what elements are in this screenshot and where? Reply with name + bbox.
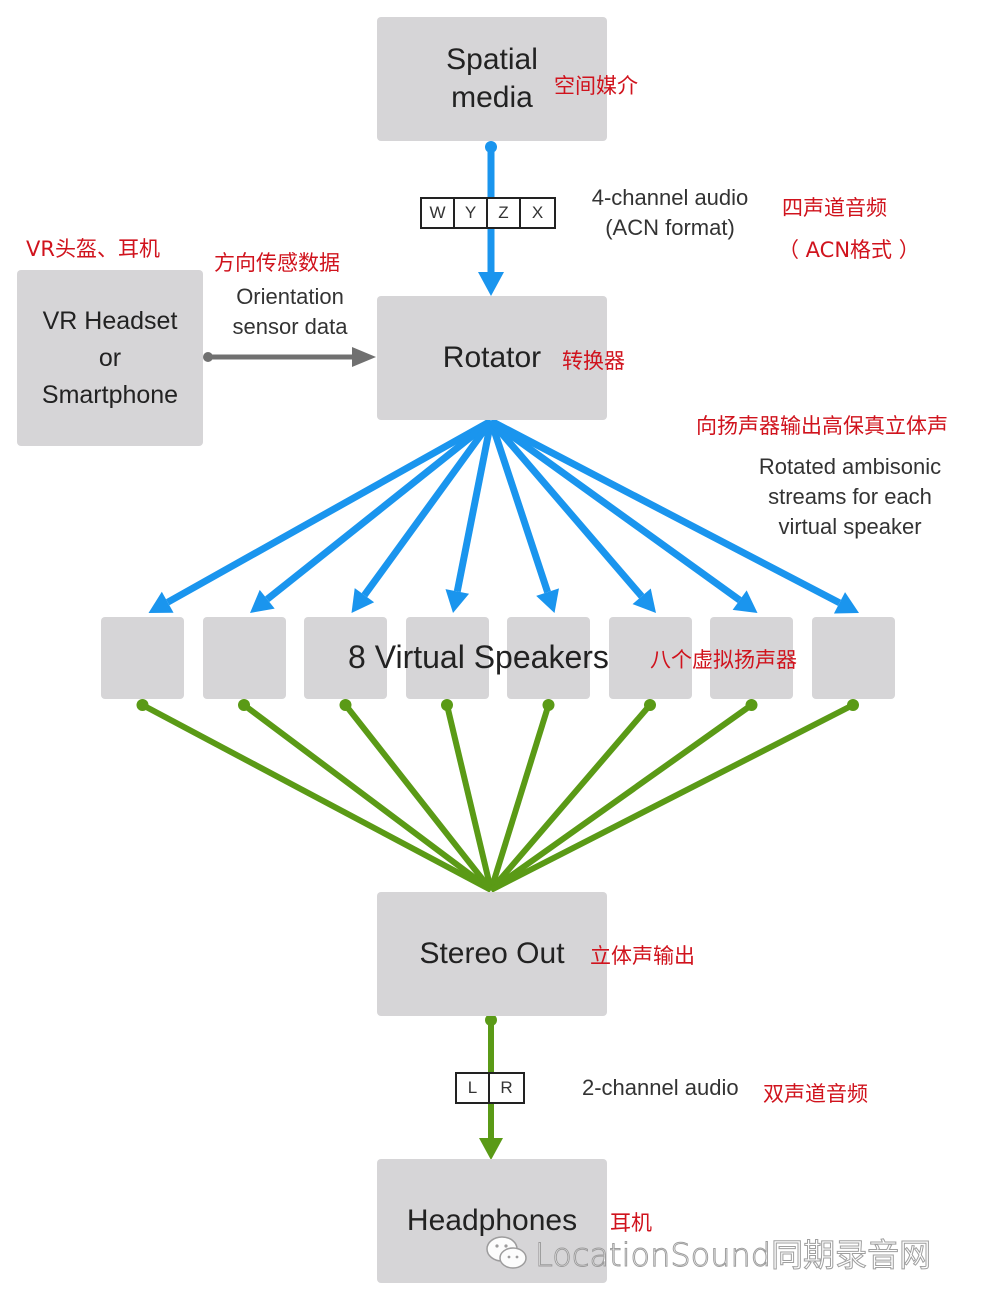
channel-y: Y	[455, 199, 488, 227]
speaker-to-stereo-line	[488, 703, 653, 892]
speaker-to-stereo-line	[489, 702, 754, 893]
virtual-speaker-box	[202, 617, 286, 699]
rotator-label: Rotator	[442, 341, 542, 374]
virtual-speaker-box	[710, 617, 793, 699]
rotator-node: Rotator	[377, 296, 607, 420]
sensor-data-cn-label: 方向传感数据	[214, 251, 340, 275]
headphones-node: Headphones	[377, 1159, 607, 1283]
speaker-output-dot	[542, 699, 555, 711]
four-channel-cn-label: 四声道音频	[782, 196, 887, 220]
virtual-speaker-box	[811, 617, 895, 699]
rotated-stream-arrow	[488, 418, 645, 599]
arrowhead	[632, 588, 656, 613]
sensor-data-arrow	[203, 347, 376, 367]
rotated-streams-note: Rotated ambisonic streams for each virtu…	[758, 454, 942, 539]
rotated-stream-arrow	[488, 418, 742, 603]
rotated-stream-arrow	[489, 417, 842, 606]
vr-headset-label: VR Headset or Smartphone	[41, 306, 179, 409]
headphones-cn-label: 耳机	[610, 1211, 652, 1235]
rotated-stream-arrow	[165, 417, 493, 606]
stereo-out-label: Stereo Out	[419, 937, 565, 970]
rotated-stream-arrow	[487, 419, 551, 594]
virtual-speaker-box	[405, 617, 489, 699]
arrowhead	[732, 590, 758, 613]
arrowhead	[445, 589, 470, 613]
virtual-speaker-box	[304, 617, 387, 699]
headphones-label: Headphones	[406, 1204, 578, 1237]
sensor-data-note: Orientation sensor data	[232, 284, 348, 339]
watermark: LocationSound同期录音网	[485, 1230, 932, 1276]
spatial-media-node: Spatial media	[377, 17, 607, 141]
stereo-out-node: Stereo Out	[377, 892, 607, 1016]
wechat-icon	[486, 1236, 527, 1269]
vr-headset-cn-label: VR头盔、耳机	[26, 237, 160, 261]
acn-format-cn-label: （ ACN格式 ）	[778, 238, 920, 262]
speaker-output-dot	[745, 699, 758, 711]
speaker-output-dot	[136, 699, 149, 711]
rotated-stream-arrow	[265, 418, 494, 603]
rotator-cn-label: 转换器	[562, 349, 625, 373]
acn-channel-strip: W Y Z X	[420, 197, 556, 229]
spatial-media-label: Spatial media	[446, 43, 538, 114]
channel-l: L	[457, 1074, 490, 1102]
rotated-stream-arrow	[361, 418, 494, 598]
speaker-to-stereo-line	[242, 702, 493, 893]
virtual-speaker-box	[101, 617, 184, 699]
speaker-output-dot	[238, 699, 250, 711]
speaker-output-dot	[441, 699, 453, 711]
virtual-speaker-box	[608, 617, 692, 699]
speaker-to-stereo-line	[343, 703, 494, 892]
arrowhead	[351, 588, 375, 613]
channel-z: Z	[488, 199, 521, 227]
speaker-output-dot	[339, 699, 352, 711]
virtual-speakers-cn-label: 八个虚拟扬声器	[650, 648, 797, 672]
channel-w: W	[422, 199, 455, 227]
two-channel-note: 2-channel audio	[582, 1075, 739, 1100]
vr-headset-node: VR Headset or Smartphone	[17, 270, 203, 446]
arrowhead	[536, 588, 559, 613]
arrowhead	[250, 589, 275, 613]
speaker-output-dot	[644, 699, 656, 711]
arrowhead	[833, 592, 859, 614]
spatial-media-cn-label: 空间媒介	[554, 74, 638, 98]
rotated-streams-cn-label: 向扬声器输出高保真立体声	[696, 414, 948, 438]
stereo-channel-strip: L R	[455, 1072, 525, 1104]
channel-r: R	[500, 1078, 513, 1097]
speaker-to-stereo-line	[141, 702, 493, 893]
speaker-to-stereo-line	[488, 704, 552, 891]
watermark-text: LocationSound同期录音网	[534, 1236, 932, 1275]
arrowhead	[148, 591, 174, 613]
rotated-stream-arrow	[453, 420, 495, 593]
four-channel-note: 4-channel audio (ACN format)	[591, 185, 749, 240]
speaker-output-dot	[847, 699, 859, 711]
speaker-to-stereo-line	[444, 704, 494, 891]
two-channel-cn-label: 双声道音频	[763, 1082, 868, 1106]
speaker-to-stereo-line	[489, 702, 855, 893]
virtual-speaker-box	[507, 617, 590, 699]
channel-x: X	[531, 203, 544, 222]
virtual-speakers-label: 8 Virtual Speakers	[348, 639, 609, 675]
stereo-out-cn-label: 立体声输出	[590, 944, 695, 968]
